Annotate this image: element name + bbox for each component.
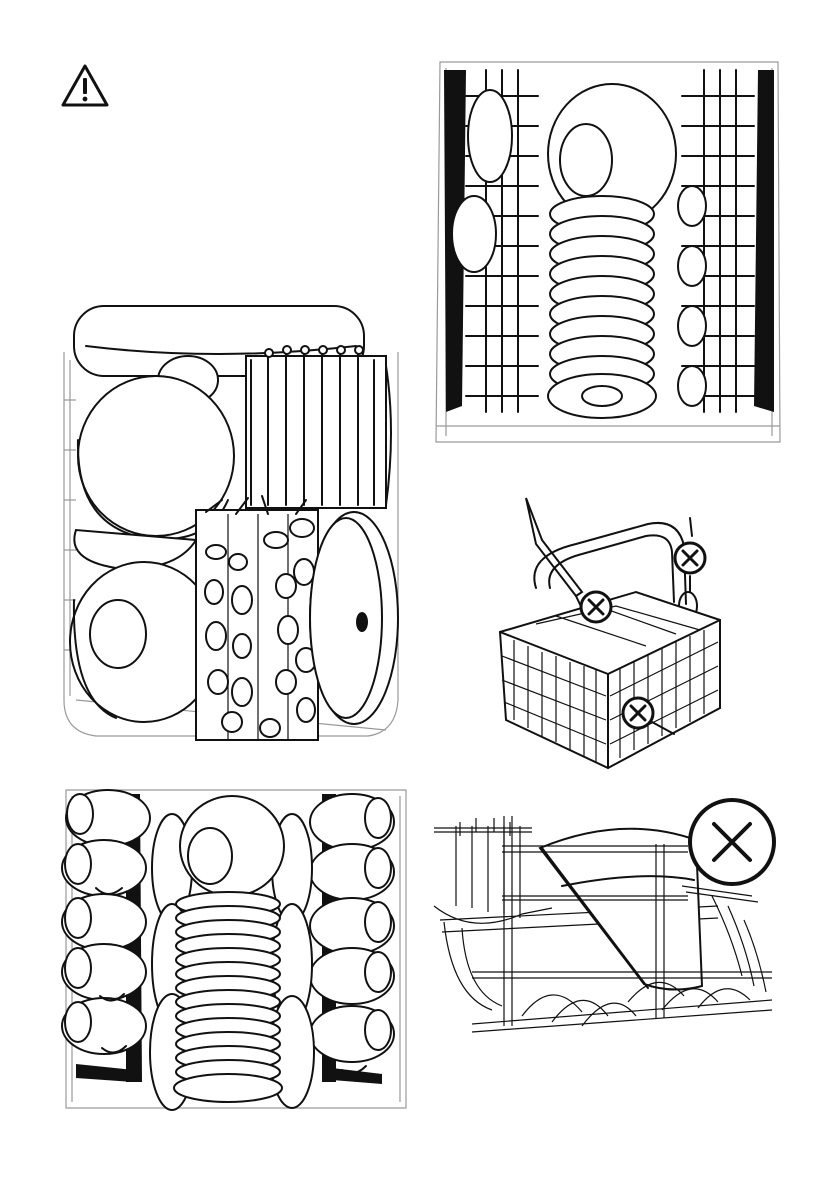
figure-upper-basket-cups — [60, 782, 412, 1112]
prohibited-cross-icon — [690, 800, 774, 884]
figure-cutlery-basket — [496, 496, 728, 774]
figure-baking-tray — [432, 796, 780, 1036]
cutlery-basket — [196, 496, 318, 740]
warning-triangle-icon — [60, 63, 110, 109]
pan-lid — [310, 512, 398, 724]
prohibited-cross-icon — [581, 592, 611, 622]
rack-tines-left — [444, 70, 538, 412]
cups-left — [62, 790, 150, 1054]
plates-row — [246, 346, 391, 508]
prohibited-cross-icon — [623, 698, 653, 728]
plates-stack — [174, 796, 284, 1102]
figure-lower-basket-plates — [432, 56, 784, 448]
rack-tines-right — [678, 70, 774, 412]
prohibited-cross-icon — [675, 543, 705, 573]
plates-stack — [548, 84, 676, 418]
cups-right — [310, 794, 394, 1073]
baking-tray — [540, 829, 702, 990]
figure-lower-basket-mixed — [56, 300, 416, 752]
